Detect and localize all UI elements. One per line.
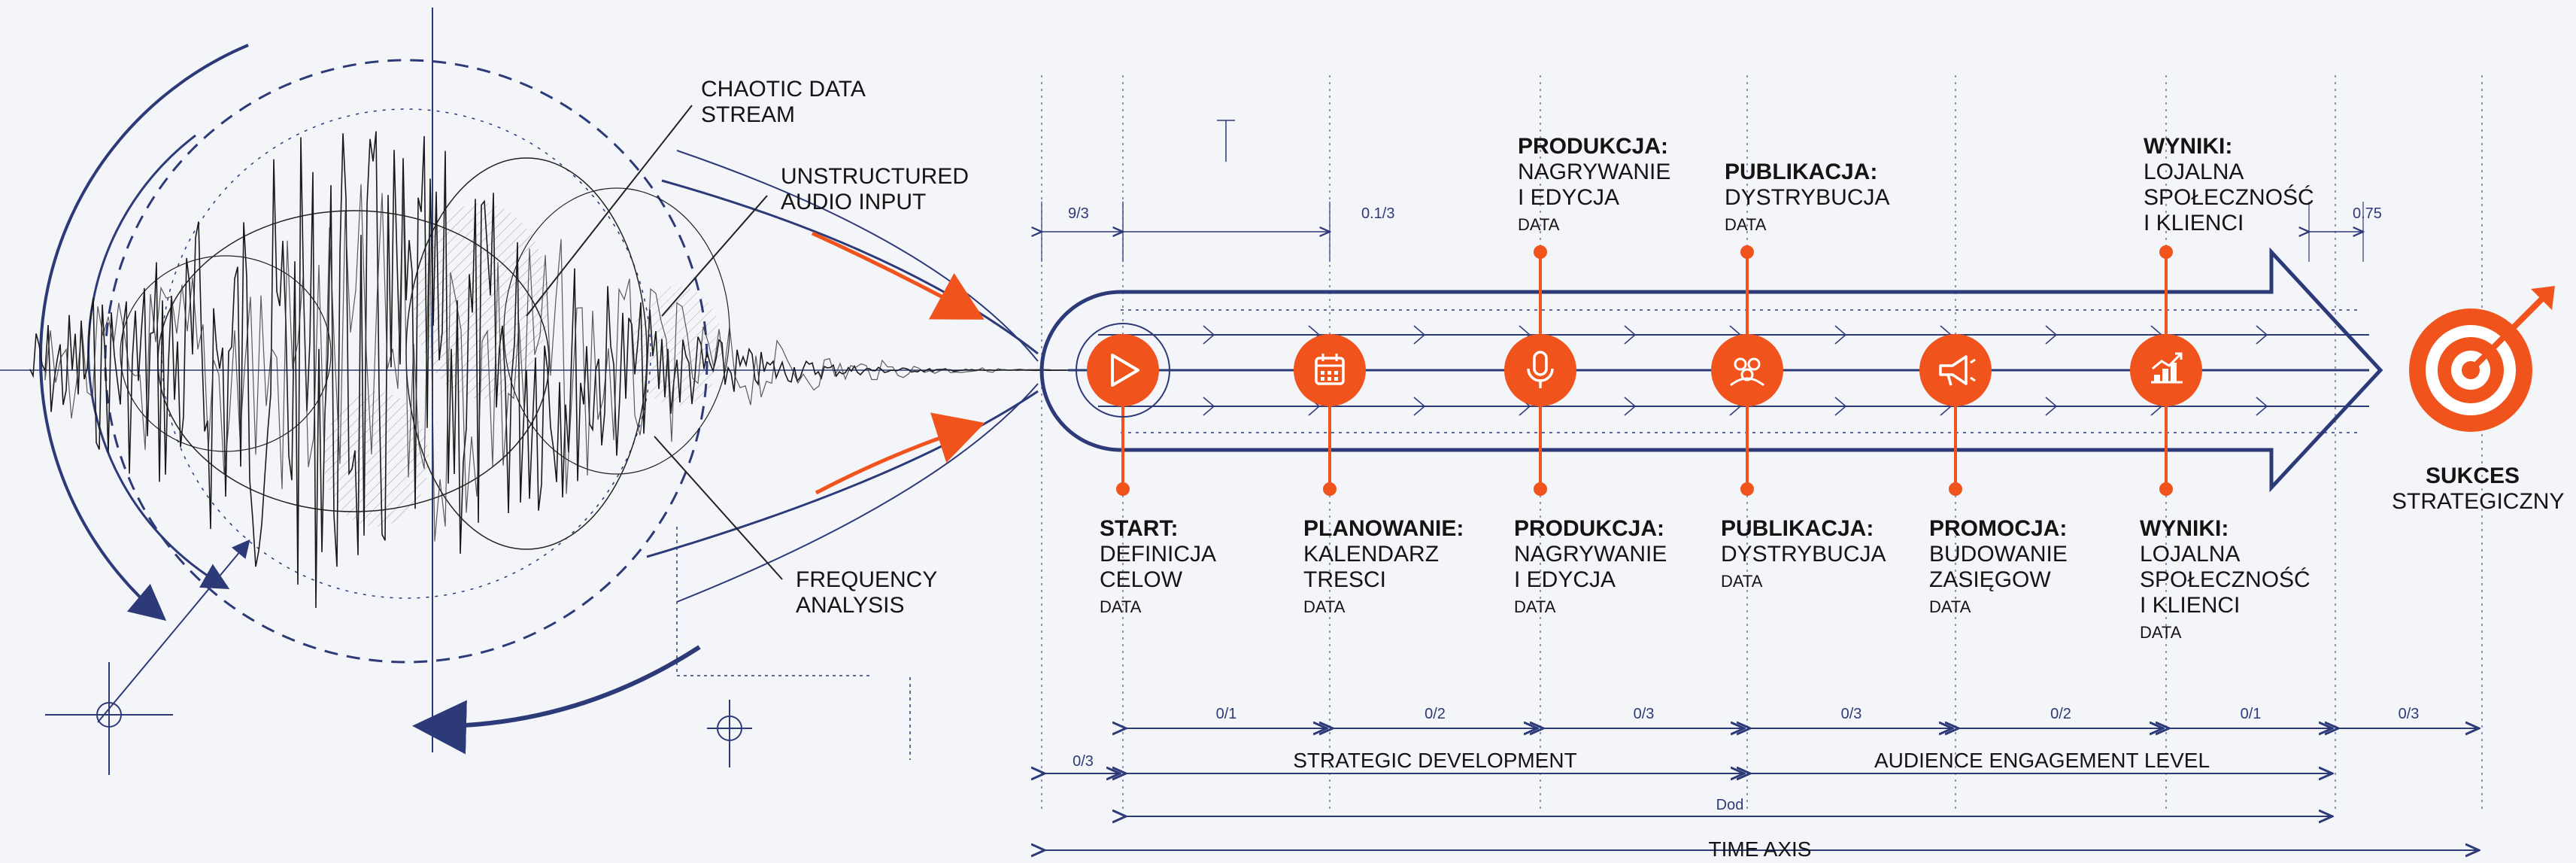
segment-label: 0/3 xyxy=(1073,753,1094,770)
stage-bottom-line: NAGRYWANIE xyxy=(1514,542,1667,567)
process-pipeline: 9/3 0.1/3 0.75 xyxy=(1042,75,2483,813)
stage-top-line: NAGRYWANIE xyxy=(1518,160,1670,184)
annotation-text: FREQUENCY xyxy=(796,567,937,592)
stage-bottom-tag: DATA xyxy=(2140,623,2182,642)
waveform-lines xyxy=(29,131,1069,609)
stage-top-title: PRODUKCJA: xyxy=(1518,134,1668,159)
segment-label: 0/2 xyxy=(1425,706,1446,722)
annotation-chaotic: CHAOTIC DATA STREAM xyxy=(526,77,866,317)
stage-bottom-line: TRESCI xyxy=(1303,567,1386,592)
stage-top-title: PUBLIKACJA: xyxy=(1725,160,1877,184)
stage-bottom-line: LOJALNA xyxy=(2140,542,2240,567)
stage-bottom-line: DYSTRYBUCJA xyxy=(1721,542,1886,567)
stage-bottom-line: ZASIĘGOW xyxy=(1929,567,2051,592)
axis-dod-label: Dod xyxy=(1716,797,1744,813)
svg-text:AUDIO INPUT: AUDIO INPUT xyxy=(781,190,926,214)
svg-text:STREAM: STREAM xyxy=(701,102,795,127)
stage-bottom-line: CELOW xyxy=(1100,567,1183,592)
stage-bottom-tag: DATA xyxy=(1303,597,1346,616)
stage-bottom-title: START: xyxy=(1100,516,1178,541)
svg-text:CHAOTIC DATA: CHAOTIC DATA xyxy=(701,77,866,102)
stage-bottom-line: DEFINICJA xyxy=(1100,542,1216,567)
stage-bottom-line: SPOŁECZNOŚĆ xyxy=(2140,567,2311,592)
stage-bottom-title: PUBLIKACJA: xyxy=(1721,516,1874,541)
annotation-unstructured: UNSTRUCTURED AUDIO INPUT xyxy=(661,164,969,317)
segment-label: 0/2 xyxy=(2050,706,2071,722)
axis-strategic-label: STRATEGIC DEVELOPMENT xyxy=(1293,749,1577,772)
stage-top-tag: DATA xyxy=(1725,215,1767,234)
annotation-frequency: FREQUENCY ANALYSIS xyxy=(654,436,937,618)
stage-bottom-line: I EDYCJA xyxy=(1514,567,1616,592)
megaphone-icon xyxy=(1939,355,1976,386)
segment-label: 0/1 xyxy=(1216,706,1237,722)
goal-target: SUKCES STRATEGICZNY xyxy=(2392,286,2564,514)
stage-top-tag: DATA xyxy=(1518,215,1560,234)
dimension-label: 9/3 xyxy=(1068,205,1089,222)
stage-node xyxy=(1504,334,1576,406)
stage-bottom-tag: DATA xyxy=(1514,597,1556,616)
stage-top-line: LOJALNA xyxy=(2144,160,2244,184)
stage-bottom-tag: DATA xyxy=(1721,572,1763,591)
goal-title: SUKCES xyxy=(2426,463,2520,488)
annotation-text: CHAOTIC DATA xyxy=(701,77,866,102)
dimension-label: 0.75 xyxy=(2353,205,2382,222)
goal-subtitle: STRATEGICZNY xyxy=(2392,489,2564,514)
svg-text:UNSTRUCTURED: UNSTRUCTURED xyxy=(781,164,969,189)
people-icon xyxy=(1730,357,1764,387)
annotation-text: STREAM xyxy=(701,102,795,127)
stage-4: PUBLIKACJA:DYSTRYBUCJADATAPUBLIKACJA:DYS… xyxy=(1711,160,1890,591)
stage-bottom-tag: DATA xyxy=(1929,597,1971,616)
dimension-label: 0.1/3 xyxy=(1361,205,1394,222)
play-icon xyxy=(1111,354,1139,387)
segment-label: 0/1 xyxy=(2241,706,2262,722)
audio-waveform-illustration xyxy=(0,8,1083,775)
stage-bottom-line: BUDOWANIE xyxy=(1929,542,2068,567)
annotation-text: AUDIO INPUT xyxy=(781,190,926,214)
annotation-text: ANALYSIS xyxy=(796,593,905,618)
stage-top-line: DYSTRYBUCJA xyxy=(1725,185,1890,210)
stage-bottom-line: KALENDARZ xyxy=(1303,542,1439,567)
stage-node xyxy=(2130,334,2202,406)
stage-top-title: WYNIKI: xyxy=(2144,134,2232,159)
stage-node xyxy=(1294,334,1366,406)
stage-top-line: SPOŁECZNOŚĆ xyxy=(2144,184,2314,210)
stage-node xyxy=(1076,323,1170,418)
stage-bottom-tag: DATA xyxy=(1100,597,1142,616)
stage-bottom-title: PLANOWANIE: xyxy=(1303,516,1464,541)
stage-node xyxy=(1919,334,1992,406)
annotation-text: UNSTRUCTURED xyxy=(781,164,969,189)
segment-label: 0/3 xyxy=(1634,706,1655,722)
svg-text:ANALYSIS: ANALYSIS xyxy=(796,593,905,618)
axis-audience-label: AUDIENCE ENGAGEMENT LEVEL xyxy=(1874,749,2210,772)
calendar-icon xyxy=(1315,354,1345,385)
stage-node xyxy=(1711,334,1783,406)
svg-text:FREQUENCY: FREQUENCY xyxy=(796,567,937,592)
stage-bottom-title: WYNIKI: xyxy=(2140,516,2229,541)
stage-top-line: I EDYCJA xyxy=(1518,185,1619,210)
growth-chart-icon xyxy=(2151,352,2183,384)
segment-label: 0/3 xyxy=(2399,706,2420,722)
stage-bottom-title: PROMOCJA: xyxy=(1929,516,2067,541)
stage-bottom-line: I KLIENCI xyxy=(2140,593,2240,618)
axis-time-label: TIME AXIS xyxy=(1709,837,1812,859)
microphone-icon xyxy=(1527,351,1554,388)
stage-bottom-title: PRODUKCJA: xyxy=(1514,516,1664,541)
stage-top-line: I KLIENCI xyxy=(2144,211,2244,236)
segment-label: 0/3 xyxy=(1841,706,1862,722)
